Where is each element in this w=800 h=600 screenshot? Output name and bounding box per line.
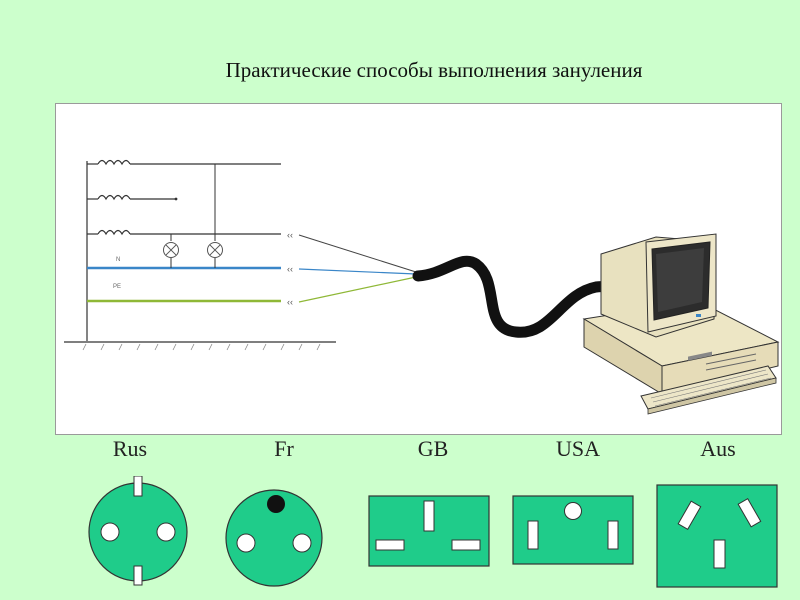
svg-text:‹‹: ‹‹ <box>287 230 293 240</box>
grounding-diagram-panel: ‹‹ ‹‹ ‹‹ N PE <box>55 103 782 435</box>
country-label-usa: USA <box>555 436 600 461</box>
uk-socket-icon <box>368 495 490 567</box>
neutral-wire: ‹‹ <box>87 264 293 274</box>
french-socket-icon <box>225 489 323 587</box>
phase-line-2 <box>87 194 178 201</box>
svg-text:‹‹: ‹‹ <box>287 264 293 274</box>
phase-line-3: ‹‹ <box>87 229 293 240</box>
ground-icon <box>64 341 336 351</box>
coil-icon-1 <box>97 159 131 166</box>
computer-icon <box>582 233 780 415</box>
country-label-rus: Rus <box>112 436 148 461</box>
neutral-label: N <box>116 257 120 263</box>
schuko-socket-icon <box>88 476 188 586</box>
lamp-icon-2 <box>207 234 223 268</box>
country-label-gb: GB <box>417 436 449 461</box>
coil-icon-2 <box>97 194 131 201</box>
lamp-icon-1 <box>163 234 179 268</box>
country-label-fr: Fr <box>274 436 294 461</box>
pe-wire: ‹‹ <box>87 297 293 307</box>
australian-socket-icon <box>656 484 778 588</box>
wiring-diagram: ‹‹ ‹‹ ‹‹ N PE <box>64 159 780 415</box>
country-label-aus: Aus <box>700 436 736 461</box>
phase-line-1 <box>87 159 281 166</box>
pe-label: PE <box>113 284 121 290</box>
slide-title: Практические способы выполнения занулени… <box>225 58 643 82</box>
us-socket-icon <box>512 495 634 565</box>
coil-icon-3 <box>97 229 131 236</box>
cable-fanout <box>298 234 417 303</box>
svg-text:‹‹: ‹‹ <box>287 297 293 307</box>
